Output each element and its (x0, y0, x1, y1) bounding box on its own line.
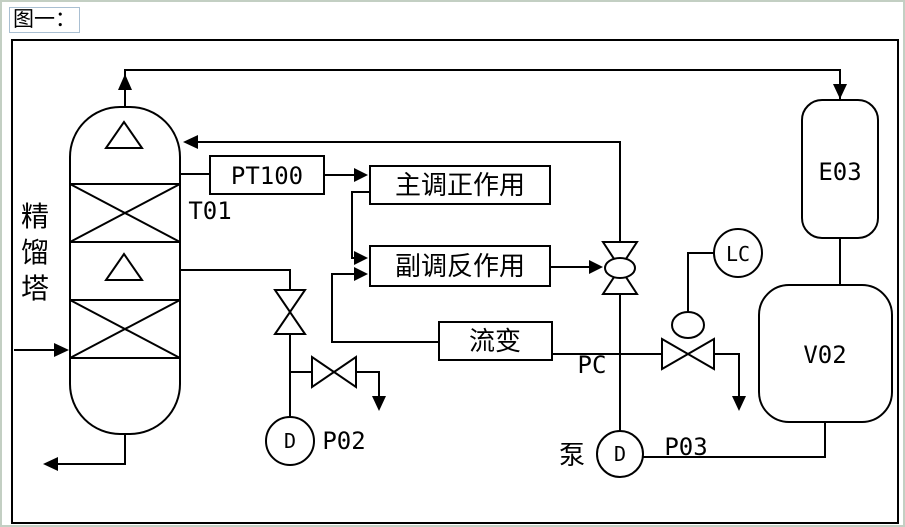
secondary-input-arrowhead-1 (354, 251, 368, 265)
pump-word-label: 泵 (559, 440, 585, 470)
product-valve-right (685, 337, 715, 371)
level-controller-label: LC (726, 242, 750, 266)
product-valve-actuator (671, 311, 705, 339)
column-name-char-2: 馏 (21, 237, 49, 268)
reflux-drum-v02 (758, 284, 893, 423)
pump-p03-circle (596, 430, 644, 478)
flow-signal-line (331, 273, 439, 343)
reflux-valve-top (601, 241, 639, 270)
column-packing-section-1 (69, 183, 181, 243)
branch-valve-left (311, 355, 336, 389)
primary-controller-box (369, 165, 551, 205)
column-tag-label: T01 (188, 197, 231, 225)
condenser-tag-label: E03 (818, 158, 861, 186)
level-controller-circle (713, 228, 763, 278)
column-packing-section-2 (69, 299, 181, 359)
column-distributor-triangle-2 (104, 252, 144, 281)
condenser-vessel-e03 (801, 99, 879, 239)
product-line (552, 353, 740, 398)
column-distributor-triangle-1 (104, 120, 144, 149)
pump-p03-tag: P03 (664, 433, 707, 461)
drum-tag-label: V02 (803, 341, 846, 369)
diagram-frame (11, 39, 899, 524)
valve-command-arrowhead (589, 260, 603, 274)
reflux-valve-actuator (604, 257, 636, 279)
sidedraw-line (180, 269, 380, 417)
primary-input-arrowhead (354, 168, 368, 182)
overhead-vapor-line (124, 69, 841, 107)
figure-caption: 图一： (9, 7, 80, 33)
column-name-char-1: 精 (21, 201, 49, 232)
flow-element-label: 流变 (469, 326, 521, 356)
temp-sensor-box (209, 155, 325, 195)
sidedraw-valve-bottom (273, 310, 307, 335)
flow-element-box (438, 321, 553, 361)
overhead-up-arrowhead (118, 74, 132, 90)
secondary-controller-box (369, 245, 551, 287)
condenser-inlet-arrowhead (833, 84, 847, 99)
reflux-valve-bottom (601, 266, 639, 295)
temp-sensor-label: PT100 (231, 162, 303, 190)
feed-arrowhead (54, 343, 69, 357)
bottoms-out-arrowhead (43, 457, 58, 471)
product-out-arrowhead (732, 396, 746, 411)
cascade-signal-line (351, 191, 370, 259)
primary-controller-label: 主调正作用 (395, 170, 525, 200)
reflux-return-arrowhead (183, 135, 198, 149)
secondary-input-arrowhead-2 (354, 267, 368, 281)
pump-p02-tag: P02 (322, 427, 365, 455)
pump3-suction-line (643, 422, 826, 458)
pump-p02-circle (265, 416, 315, 466)
pump-p02-letter: D (284, 429, 296, 453)
branch-out-arrowhead (372, 396, 386, 411)
distillation-column-vessel (69, 106, 181, 435)
secondary-controller-label: 副调反作用 (395, 251, 525, 281)
column-name-char-3: 塔 (21, 273, 49, 304)
sidedraw-valve-top (273, 289, 307, 314)
flow-controller-label: PC (578, 351, 607, 379)
branch-valve-right (332, 355, 357, 389)
lc-signal-line (687, 252, 714, 312)
pump-p03-letter: D (614, 442, 626, 466)
bottoms-line (45, 434, 126, 465)
product-valve-left (661, 337, 691, 371)
reflux-line (186, 141, 621, 431)
